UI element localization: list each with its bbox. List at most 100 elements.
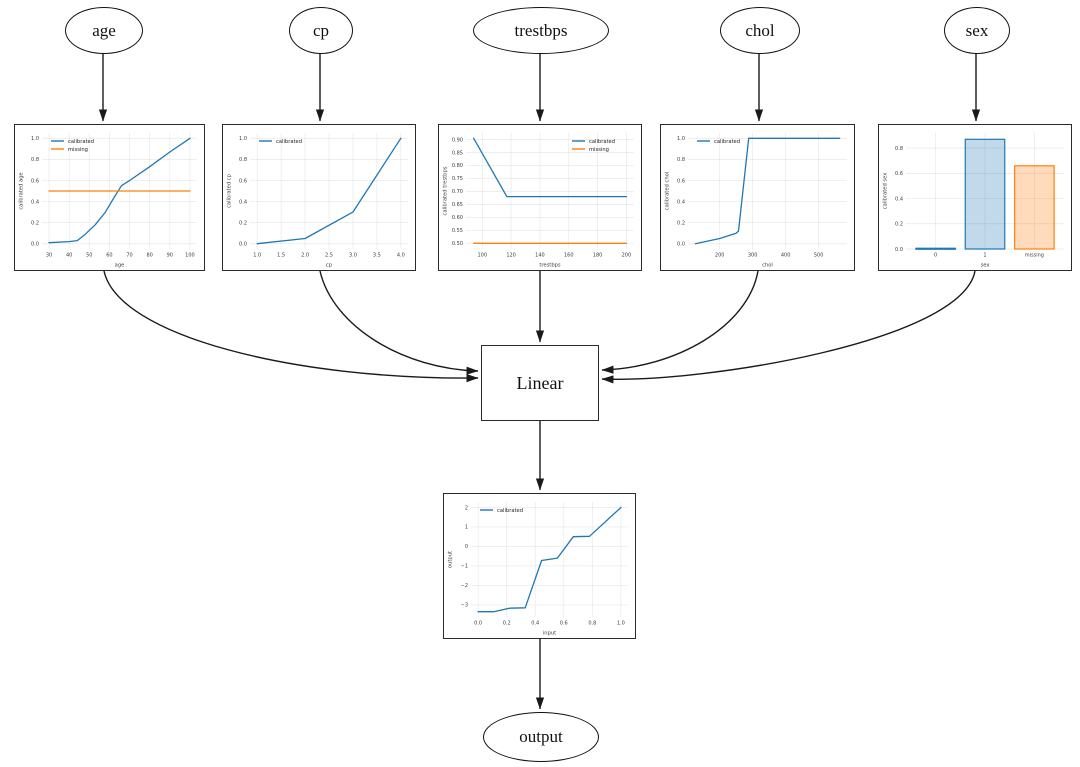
svg-text:0.2: 0.2	[503, 621, 511, 627]
svg-text:0.75: 0.75	[452, 176, 463, 182]
svg-text:1: 1	[983, 253, 986, 259]
node-chol: chol	[720, 7, 800, 54]
node-cp-label: cp	[312, 20, 330, 40]
svg-text:−1: −1	[461, 564, 468, 570]
svg-text:0.65: 0.65	[452, 202, 463, 208]
svg-text:0.4: 0.4	[239, 199, 247, 205]
svg-text:1.0: 1.0	[239, 136, 247, 142]
svg-text:0.80: 0.80	[452, 163, 463, 169]
edge-sex-plot-to-linear	[601, 270, 976, 384]
svg-text:0.0: 0.0	[31, 242, 39, 248]
svg-text:2.0: 2.0	[301, 253, 309, 259]
svg-text:input: input	[543, 631, 556, 637]
node-linear-label: Linear	[516, 372, 564, 393]
svg-text:calibrated: calibrated	[714, 139, 740, 145]
node-trestbps-label: trestbps	[514, 20, 568, 40]
svg-text:0.6: 0.6	[560, 621, 568, 627]
svg-text:4.0: 4.0	[397, 253, 405, 259]
edge-chol-plot-to-linear	[601, 270, 759, 374]
svg-text:age: age	[115, 263, 125, 269]
edge-age-plot-to-linear	[103, 270, 479, 383]
svg-text:200: 200	[715, 253, 725, 259]
svg-text:500: 500	[814, 253, 824, 259]
svg-text:0.8: 0.8	[677, 157, 685, 163]
svg-text:missing: missing	[589, 147, 609, 153]
svg-text:1.0: 1.0	[253, 253, 261, 259]
svg-text:0.4: 0.4	[531, 621, 539, 627]
svg-text:chol: chol	[762, 263, 773, 269]
svg-text:0.85: 0.85	[452, 150, 463, 156]
svg-text:0.90: 0.90	[452, 137, 463, 143]
svg-text:0.6: 0.6	[895, 171, 903, 177]
svg-text:calibrated trestbps: calibrated trestbps	[443, 166, 449, 215]
svg-text:0: 0	[934, 253, 937, 259]
node-age: age	[65, 7, 143, 54]
svg-text:calibrated cp: calibrated cp	[227, 173, 233, 208]
svg-text:0.2: 0.2	[677, 220, 685, 226]
svg-text:30: 30	[46, 253, 52, 259]
svg-text:300: 300	[748, 253, 758, 259]
svg-text:0.0: 0.0	[239, 242, 247, 248]
node-cp: cp	[289, 7, 353, 54]
svg-text:70: 70	[126, 253, 132, 259]
svg-text:1.0: 1.0	[31, 136, 39, 142]
svg-text:0.4: 0.4	[895, 196, 903, 202]
svg-text:200: 200	[622, 253, 632, 259]
svg-text:missing: missing	[1025, 253, 1044, 259]
svg-text:calibrated sex: calibrated sex	[883, 173, 889, 210]
svg-text:0.2: 0.2	[239, 220, 247, 226]
svg-text:90: 90	[167, 253, 173, 259]
svg-text:0.8: 0.8	[588, 621, 596, 627]
node-output-label: output	[519, 727, 563, 746]
svg-text:100: 100	[478, 253, 488, 259]
svg-text:80: 80	[147, 253, 153, 259]
node-age-label: age	[92, 20, 116, 40]
svg-text:140: 140	[535, 253, 545, 259]
node-trestbps: trestbps	[473, 7, 609, 54]
svg-text:calibrated: calibrated	[497, 508, 523, 514]
svg-text:180: 180	[593, 253, 603, 259]
node-sex-label: sex	[965, 20, 989, 40]
svg-text:0.2: 0.2	[895, 222, 903, 228]
svg-text:−3: −3	[461, 603, 468, 609]
node-sex: sex	[944, 7, 1010, 54]
svg-text:1: 1	[465, 525, 468, 531]
svg-text:calibrated: calibrated	[68, 139, 94, 145]
svg-text:0.70: 0.70	[452, 189, 463, 195]
svg-text:0.4: 0.4	[31, 199, 39, 205]
svg-text:1.5: 1.5	[277, 253, 285, 259]
svg-text:missing: missing	[68, 147, 88, 153]
edge-cp-plot-to-linear	[319, 270, 479, 375]
svg-text:1.0: 1.0	[617, 621, 625, 627]
svg-text:calibrated age: calibrated age	[19, 172, 25, 209]
svg-text:calibrated: calibrated	[589, 139, 615, 145]
svg-text:0.0: 0.0	[474, 621, 482, 627]
svg-text:3.5: 3.5	[373, 253, 381, 259]
svg-text:400: 400	[781, 253, 791, 259]
svg-text:100: 100	[185, 253, 195, 259]
svg-text:2.5: 2.5	[325, 253, 333, 259]
svg-text:0.6: 0.6	[677, 178, 685, 184]
svg-text:calibrated chol: calibrated chol	[665, 172, 671, 210]
svg-text:trestbps: trestbps	[539, 263, 561, 269]
svg-text:−2: −2	[461, 583, 468, 589]
svg-text:2: 2	[465, 505, 468, 511]
svg-text:0.2: 0.2	[31, 220, 39, 226]
svg-text:0.6: 0.6	[31, 178, 39, 184]
svg-text:0.6: 0.6	[239, 178, 247, 184]
svg-text:sex: sex	[981, 263, 990, 269]
svg-text:output: output	[448, 551, 454, 568]
